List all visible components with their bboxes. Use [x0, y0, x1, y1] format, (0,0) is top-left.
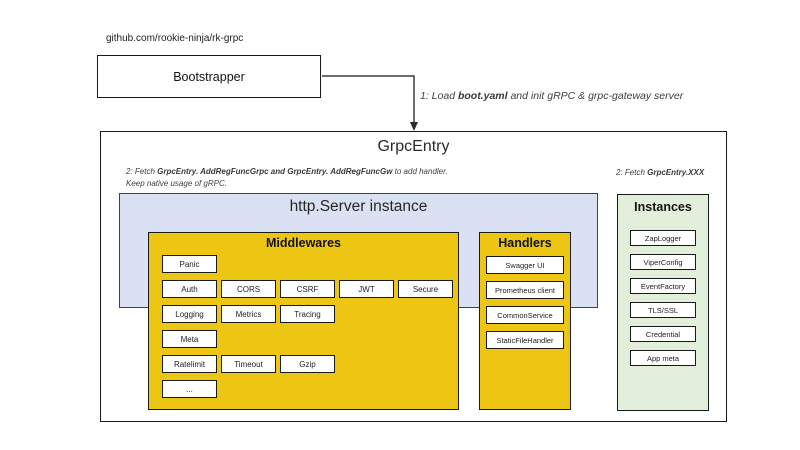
middleware-row: ... — [162, 380, 458, 398]
annotation-step3: 2: Fetch GrpcEntry.XXX — [616, 168, 704, 177]
middleware-row: Panic — [162, 255, 458, 273]
middleware-item: Timeout — [221, 355, 276, 373]
instance-item: App meta — [630, 350, 696, 366]
annotation-step2-line2: Keep native usage of gRPC. — [126, 178, 227, 188]
middleware-item: Tracing — [280, 305, 335, 323]
grpc-entry-box: GrpcEntry 2: Fetch GrpcEntry. AddRegFunc… — [100, 131, 727, 422]
middlewares-title: Middlewares — [265, 236, 342, 250]
instance-item: ZapLogger — [630, 230, 696, 246]
annotation-step1-prefix: 1: Load — [420, 90, 458, 102]
middleware-item: Meta — [162, 330, 217, 348]
middleware-item: Gzip — [280, 355, 335, 373]
handler-item: StaticFileHandler — [486, 331, 564, 349]
handlers-title: Handlers — [498, 236, 552, 250]
handler-item: CommonService — [486, 306, 564, 324]
instance-item: TLS/SSL — [630, 302, 696, 318]
middleware-item: Ratelimit — [162, 355, 217, 373]
annotation-step1-suffix: and init gRPC & grpc-gateway server — [507, 90, 684, 102]
middleware-item: Metrics — [221, 305, 276, 323]
http-server-title: http.Server instance — [289, 198, 428, 215]
middleware-item: Secure — [398, 280, 453, 298]
bootstrapper-box: Bootstrapper — [97, 55, 321, 98]
annotation-step1: 1: Load boot.yaml and init gRPC & grpc-g… — [420, 90, 683, 102]
annotation-step2-highlight2: GrpcEntry. AddRegFuncGw — [287, 167, 393, 176]
handler-item: Swagger UI — [486, 256, 564, 274]
middleware-item: CORS — [221, 280, 276, 298]
flow-arrow — [322, 75, 418, 131]
annotation-step2-line1: 2: Fetch GrpcEntry. AddRegFuncGrpc and G… — [126, 166, 448, 178]
grpc-entry-title: GrpcEntry — [377, 138, 450, 155]
annotation-step2-middle: and — [268, 167, 288, 176]
annotation-step2-prefix: 2: Fetch — [126, 167, 158, 176]
bootstrapper-label: Bootstrapper — [173, 69, 245, 84]
annotation-step3-highlight: GrpcEntry.XXX — [647, 168, 705, 177]
middleware-item: CSRF — [280, 280, 335, 298]
repo-label: github.com/rookie-ninja/rk-grpc — [106, 33, 244, 44]
middleware-item: ... — [162, 380, 217, 398]
middleware-row: Meta — [162, 330, 458, 348]
handler-item: Prometheus client — [486, 281, 564, 299]
instance-item: Credential — [630, 326, 696, 342]
annotation-step3-prefix: 2: Fetch — [616, 168, 648, 177]
middleware-item: Logging — [162, 305, 217, 323]
instance-item: EventFactory — [630, 278, 696, 294]
instance-item: ViperConfig — [630, 254, 696, 270]
middleware-item: JWT — [339, 280, 394, 298]
annotation-step1-highlight: boot.yaml — [457, 90, 508, 102]
annotation-step2-highlight1: GrpcEntry. AddRegFuncGrpc — [157, 167, 269, 176]
annotation-step2-suffix: to add handler. — [392, 167, 448, 176]
middleware-item: Auth — [162, 280, 217, 298]
middleware-item: Panic — [162, 255, 217, 273]
instances-title: Instances — [634, 200, 692, 214]
annotation-step2: 2: Fetch GrpcEntry. AddRegFuncGrpc and G… — [126, 166, 448, 189]
